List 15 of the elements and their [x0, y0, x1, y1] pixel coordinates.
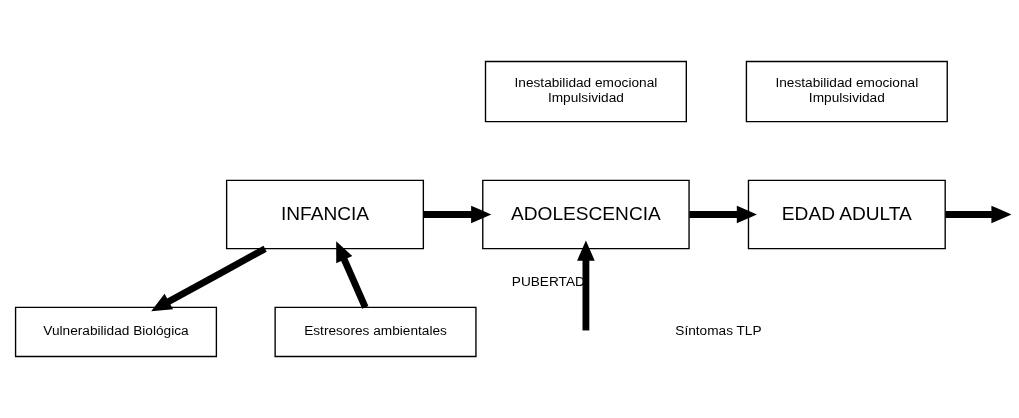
edge-label: PUBERTAD	[511, 273, 585, 289]
node-box: Estresores ambientales	[273, 306, 477, 358]
node-box: Inestabilidad emocional Impulsividad	[484, 60, 687, 123]
arrow	[576, 240, 595, 331]
node-box: Inestabilidad emocional Impulsividad	[745, 60, 948, 123]
node-box: INFANCIA	[225, 179, 424, 250]
arrow	[150, 245, 267, 312]
node-box: ADOLESCENCIA	[481, 179, 690, 250]
node-box: Vulnerabilidad Biológica	[14, 306, 217, 358]
arrow	[335, 241, 368, 309]
node-box: EDAD ADULTA	[747, 179, 946, 250]
arrow	[945, 205, 1011, 224]
label: Síntomas TLP	[674, 323, 762, 339]
arrow	[688, 205, 757, 224]
arrow	[423, 205, 491, 224]
